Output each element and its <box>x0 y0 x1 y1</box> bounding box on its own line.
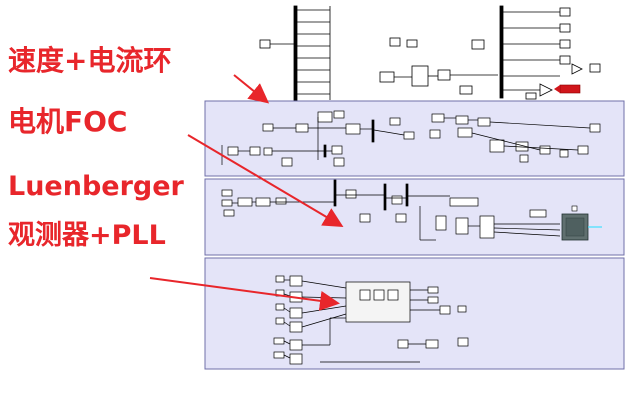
small-block[interactable] <box>389 37 401 47</box>
annotation-motor-foc: 电机FOC <box>8 105 128 138</box>
gain-block[interactable] <box>571 63 583 75</box>
small-block[interactable] <box>437 69 451 81</box>
outport-block[interactable] <box>559 55 571 65</box>
bus-bar-left[interactable] <box>293 5 298 103</box>
outport-block[interactable] <box>559 39 571 49</box>
annotation-observer-pll: 观测器+PLL <box>8 220 166 251</box>
small-block[interactable] <box>525 92 537 100</box>
subsystem-block[interactable] <box>411 65 429 87</box>
subsystem-luenberger-pll[interactable] <box>204 257 625 370</box>
small-block[interactable] <box>379 71 395 83</box>
small-block[interactable] <box>471 39 485 50</box>
small-block[interactable] <box>459 85 473 95</box>
bus-bar-right[interactable] <box>499 5 504 99</box>
subsystem-motor-foc[interactable] <box>204 178 625 256</box>
arrow-motor-foc <box>187 134 344 228</box>
outport-block[interactable] <box>589 63 601 73</box>
top-region-blocks <box>259 5 601 103</box>
outport-block[interactable] <box>559 23 571 33</box>
speed-loop-blocks <box>221 110 601 167</box>
scope-icon[interactable] <box>561 205 602 241</box>
arrow-observer <box>149 277 340 311</box>
red-rectangle-icon[interactable] <box>559 84 581 94</box>
arrow-speed-loop <box>233 74 270 104</box>
annotation-speed-current-loop: 速度+电流环 <box>8 44 172 77</box>
inport-block[interactable] <box>259 39 271 49</box>
red-arrow-tip <box>554 85 560 93</box>
small-block[interactable] <box>406 39 418 48</box>
annotation-arrows <box>149 74 344 311</box>
subsystem-speed-current-loop[interactable] <box>204 100 625 177</box>
gain-block[interactable] <box>539 83 553 97</box>
observer-blocks <box>273 275 469 365</box>
outport-block[interactable] <box>559 7 571 17</box>
annotation-luenberger: Luenberger <box>8 171 184 202</box>
